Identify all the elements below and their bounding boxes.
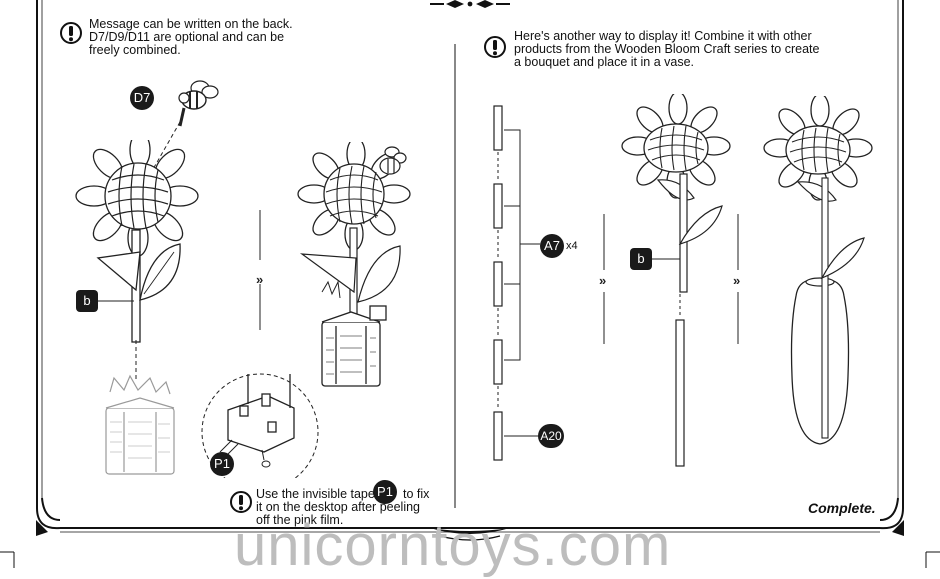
warning-icon [230,491,252,513]
dashed-guide-d7 [147,121,181,179]
step-arrow-icon: » [733,273,741,288]
pot-illustration-faded [105,374,175,475]
warning-icon [484,36,506,58]
leader-line-b [98,300,134,302]
leader-line-b-right [652,258,680,260]
step-divider-line-left [259,210,261,330]
part-badge-p1: P1 [210,452,234,476]
part-badge-d7: D7 [130,86,154,110]
sunflower-assembly-illustration [75,140,199,343]
magnified-detail-circle [201,373,319,478]
part-badge-b-left: b [76,290,98,312]
top-ornament [430,0,510,8]
step-arrow-icon: » [256,272,264,287]
display-tip-note: Here's another way to display it! Combin… [514,29,820,69]
sunflower-in-pot-illustration [297,142,411,387]
part-badge-a7: A7 [540,234,564,258]
step-divider-line-right-2 [737,214,739,344]
stem-parts-illustration [493,105,540,461]
part-badge-b-right: b [630,248,652,270]
part-badge-p1-inline: P1 [373,480,397,504]
warning-icon [60,22,82,44]
tape-note: Use the invisible tape P1 to fix it on t… [256,480,429,527]
sunflower-in-vase-illustration [763,96,873,445]
watermark-text: unicorntoys.com [234,513,672,578]
step-arrow-icon: » [599,273,607,288]
complete-label: Complete. [808,500,876,516]
part-badge-a20: A20 [538,424,564,448]
quantity-a7: x4 [566,240,578,252]
optional-parts-note: Message can be written on the back. D7/D… [89,17,293,57]
step-divider-line-right-1 [603,214,605,344]
bee-ornament-icon [178,80,219,127]
sunflower-long-stem-illustration [621,94,731,467]
